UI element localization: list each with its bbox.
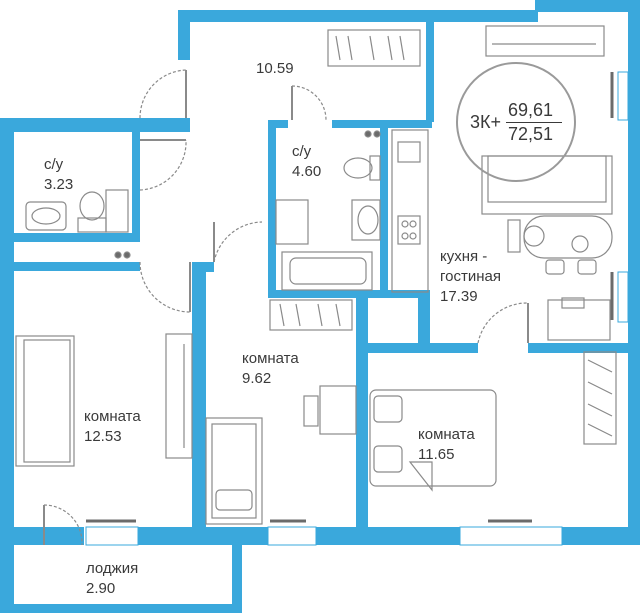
doors [43, 69, 529, 546]
room1-name: комната [84, 408, 141, 425]
bath2-name: с/у [292, 143, 312, 160]
room3-name: комната [418, 426, 475, 443]
fraction-bar [506, 122, 562, 123]
room2-area: 9.62 [242, 370, 272, 387]
room2-name: комната [242, 350, 299, 367]
room1-area: 12.53 [84, 428, 122, 445]
apartment-type: 3К+ [470, 112, 502, 132]
kitchen-area: 17.39 [440, 288, 478, 305]
room3-area: 11.65 [418, 446, 455, 463]
windows [86, 72, 614, 523]
bath1-name: с/у [44, 156, 64, 173]
furniture [15, 25, 617, 525]
hall-area: 10.59 [256, 60, 294, 77]
bath1-area: 3.23 [44, 176, 74, 193]
kitchen-name-line2: гостиная [440, 268, 501, 285]
apartment-badge: 3К+ 69,61 72,51 [456, 62, 576, 182]
kitchen-name-line1: кухня - [440, 248, 488, 265]
door-leaves [43, 70, 529, 545]
bath2-area: 4.60 [292, 163, 322, 180]
loggia-area: 2.90 [86, 580, 116, 597]
total-area: 72,51 [508, 124, 554, 144]
living-area: 69,61 [508, 100, 554, 120]
loggia-name: лоджия [86, 560, 139, 577]
window-frames [85, 71, 629, 546]
